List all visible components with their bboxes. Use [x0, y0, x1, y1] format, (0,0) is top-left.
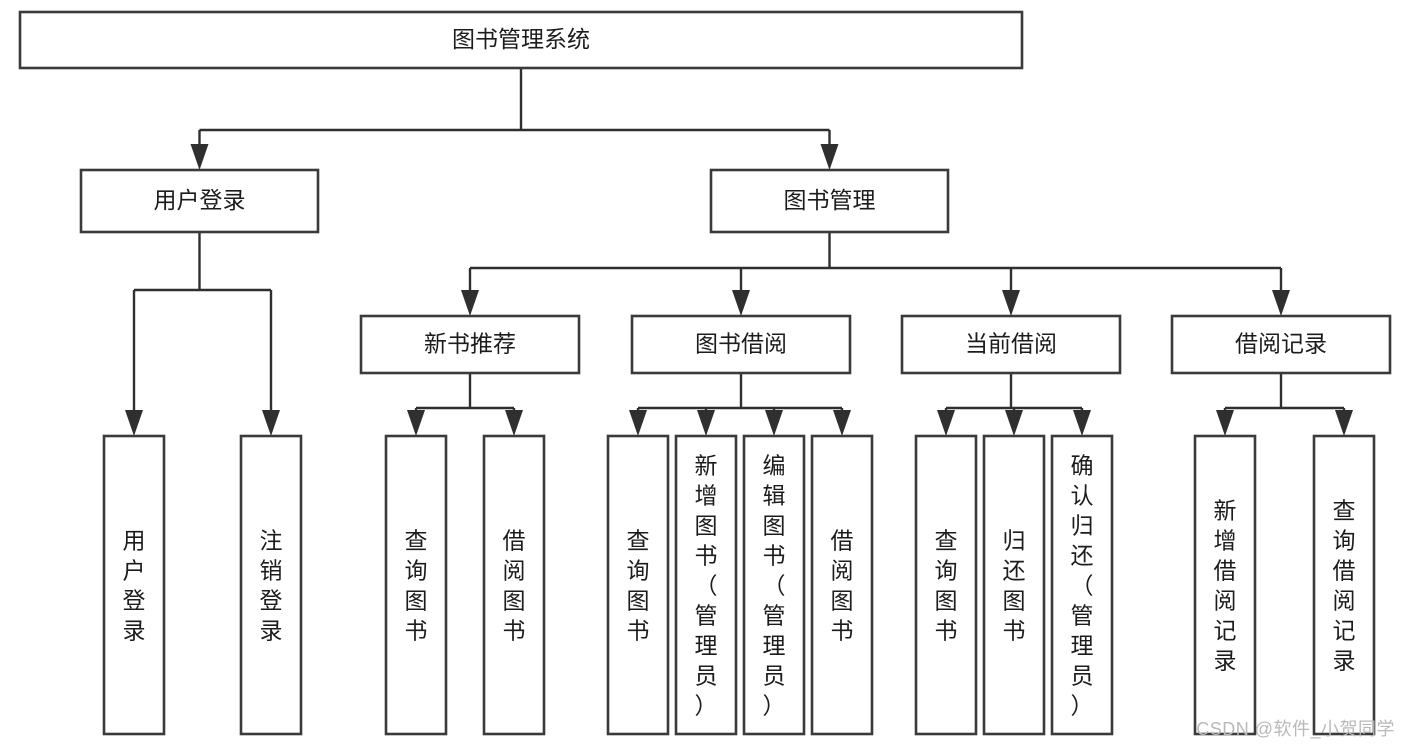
node-box-book-management: [709, 168, 950, 234]
arrow-head-icon-add-borrow-record: [1216, 410, 1234, 436]
node-box-user-login: [79, 168, 320, 234]
node-label-book-borrow: 图书借阅: [695, 331, 787, 357]
node-label-return-book: 归还图书: [1003, 527, 1026, 643]
node-box-borrow-book-2: [810, 434, 874, 736]
node-book-management[interactable]: 图书管理: [709, 168, 950, 234]
node-current-borrow[interactable]: 当前借阅: [900, 314, 1122, 375]
arrow-head-icon-add-book-admin: [697, 410, 715, 436]
node-label-query-book-2: 查询图书: [627, 527, 650, 643]
node-user-logout-leaf[interactable]: 注销登录: [239, 434, 303, 736]
nodes-layer: 图书管理系统用户登录图书管理用户登录注销登录新书推荐图书借阅当前借阅借阅记录查询…: [18, 10, 1392, 736]
node-root[interactable]: 图书管理系统: [18, 10, 1024, 70]
node-box-user-logout-leaf: [239, 434, 303, 736]
node-box-add-borrow-record: [1193, 434, 1257, 736]
node-edit-book-admin[interactable]: 编辑图书（管理员）: [742, 434, 806, 736]
node-box-user-login-leaf: [102, 434, 166, 736]
node-box-borrow-book-1: [482, 434, 546, 736]
node-box-query-borrow-record: [1312, 434, 1376, 736]
node-label-query-borrow-record: 查询借阅记录: [1333, 497, 1356, 673]
arrow-head-icon-borrow-records: [1272, 290, 1290, 316]
node-box-edit-book-admin: [742, 434, 806, 736]
node-borrow-book-2[interactable]: 借阅图书: [810, 434, 874, 736]
arrow-head-icon-user-login: [190, 144, 209, 170]
node-borrow-records[interactable]: 借阅记录: [1170, 314, 1392, 375]
node-box-current-borrow: [900, 314, 1122, 375]
arrow-head-icon-return-book: [1005, 410, 1023, 436]
node-query-book-1[interactable]: 查询图书: [384, 434, 448, 736]
node-box-query-book-1: [384, 434, 448, 736]
arrow-head-icon-new-book-recommend: [461, 290, 479, 316]
node-label-borrow-records: 借阅记录: [1235, 331, 1327, 357]
node-add-book-admin[interactable]: 新增图书（管理员）: [674, 434, 738, 736]
node-label-user-logout-leaf: 注销登录: [260, 527, 283, 643]
node-user-login-leaf[interactable]: 用户登录: [102, 434, 166, 736]
arrow-head-icon-edit-book-admin: [765, 410, 783, 436]
node-borrow-book-1[interactable]: 借阅图书: [482, 434, 546, 736]
arrow-head-icon-user-login-leaf: [125, 410, 143, 436]
node-label-current-borrow: 当前借阅: [965, 331, 1057, 357]
arrow-head-icon-query-book-1: [407, 410, 425, 436]
node-label-root: 图书管理系统: [452, 26, 590, 52]
arrow-head-icon-user-logout-leaf: [262, 410, 280, 436]
node-box-return-book: [982, 434, 1046, 736]
node-label-user-login: 用户登录: [154, 187, 246, 213]
node-box-borrow-records: [1170, 314, 1392, 375]
node-label-query-book-1: 查询图书: [405, 527, 428, 643]
arrow-head-icon-borrow-book-2: [833, 410, 851, 436]
arrow-head-icon-current-borrow: [1002, 290, 1020, 316]
node-label-add-book-admin: 新增图书（管理员）: [695, 452, 718, 718]
arrow-head-icon-query-borrow-record: [1335, 410, 1353, 436]
node-add-borrow-record[interactable]: 新增借阅记录: [1193, 434, 1257, 736]
node-label-query-book-3: 查询图书: [935, 527, 958, 643]
node-box-confirm-return-admin: [1050, 434, 1114, 736]
node-label-edit-book-admin: 编辑图书（管理员）: [763, 452, 786, 718]
node-box-root: [18, 10, 1024, 70]
arrow-head-icon-confirm-return-admin: [1073, 410, 1091, 436]
arrow-head-icon-book-management: [820, 144, 839, 170]
node-box-query-book-2: [606, 434, 670, 736]
arrow-head-icon-query-book-2: [629, 410, 647, 436]
arrow-head-icon-book-borrow: [732, 290, 750, 316]
node-return-book[interactable]: 归还图书: [982, 434, 1046, 736]
node-box-query-book-3: [914, 434, 978, 736]
node-label-add-borrow-record: 新增借阅记录: [1214, 497, 1237, 673]
node-label-borrow-book-2: 借阅图书: [831, 527, 854, 643]
node-label-book-management: 图书管理: [784, 187, 876, 213]
node-query-book-2[interactable]: 查询图书: [606, 434, 670, 736]
node-confirm-return-admin[interactable]: 确认归还（管理员）: [1050, 434, 1114, 736]
node-box-book-borrow: [630, 314, 852, 375]
node-user-login[interactable]: 用户登录: [79, 168, 320, 234]
arrow-head-icon-borrow-book-1: [505, 410, 523, 436]
edges-layer: [125, 68, 1353, 436]
node-label-confirm-return-admin: 确认归还（管理员）: [1071, 452, 1094, 718]
node-label-borrow-book-1: 借阅图书: [503, 527, 526, 643]
node-box-new-book-recommend: [359, 314, 581, 375]
node-label-new-book-recommend: 新书推荐: [424, 331, 516, 357]
node-query-book-3[interactable]: 查询图书: [914, 434, 978, 736]
arrow-head-icon-query-book-3: [937, 410, 955, 436]
node-book-borrow[interactable]: 图书借阅: [630, 314, 852, 375]
node-label-user-login-leaf: 用户登录: [123, 527, 146, 643]
node-new-book-recommend[interactable]: 新书推荐: [359, 314, 581, 375]
node-query-borrow-record[interactable]: 查询借阅记录: [1312, 434, 1376, 736]
node-box-add-book-admin: [674, 434, 738, 736]
